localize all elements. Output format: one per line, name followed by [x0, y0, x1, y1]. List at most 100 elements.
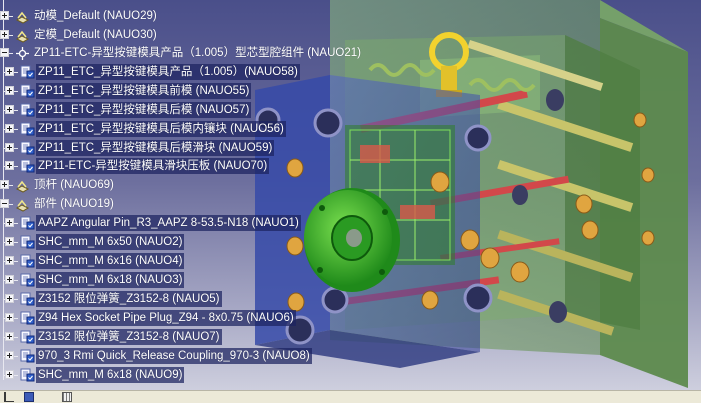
product-icon [20, 292, 35, 307]
product-icon [20, 235, 35, 250]
tree-node-label[interactable]: ZP11-ETC-异型按键模具滑块压板 (NAUO70) [36, 158, 270, 174]
tree-branch-line [14, 261, 18, 262]
specification-tree[interactable]: 动模_Default (NAUO29) 定模_Default (NAUO30) ZP… [0, 0, 361, 390]
product-icon [20, 65, 35, 80]
tree-node-label[interactable]: ZP11_ETC_异型按键模具后模内镶块 (NAUO56) [36, 121, 286, 137]
couplings [286, 112, 655, 312]
part-icon [15, 9, 30, 24]
tree-node[interactable]: SHC_mm_M 6x16 (NAUO4) [0, 252, 330, 271]
expand-icon[interactable] [0, 180, 9, 189]
tree-branch-line [9, 16, 13, 17]
tree-branch-line [14, 356, 18, 357]
product-icon [20, 122, 35, 137]
tree-connector-line [3, 0, 4, 380]
middle-plate-side [565, 35, 640, 330]
front-holes [255, 107, 493, 345]
product-icon [20, 349, 35, 364]
expand-icon[interactable] [5, 218, 14, 227]
tree-node-label[interactable]: 部件 (NAUO19) [34, 198, 114, 210]
collapse-icon[interactable] [0, 199, 9, 208]
tree-node[interactable]: Z94 Hex Socket Pipe Plug_Z94 - 8x0.75 (N… [0, 309, 330, 328]
tree-node[interactable]: 定模_Default (NAUO30) [0, 26, 330, 45]
tree-node-label[interactable]: Z94 Hex Socket Pipe Plug_Z94 - 8x0.75 (N… [36, 310, 296, 326]
save-icon[interactable] [24, 392, 34, 402]
tree-node[interactable]: AAPZ Angular Pin_R3_AAPZ 8-53.5-N18 (NAU… [0, 214, 330, 233]
tree-node-label[interactable]: SHC_mm_M 6x18 (NAUO9) [36, 367, 185, 383]
tree-node-label[interactable]: 970_3 Rmi Quick_Release Coupling_970-3 (… [36, 348, 312, 364]
expand-icon[interactable] [5, 86, 14, 95]
tree-branch-line [14, 299, 18, 300]
tree-node[interactable]: ZP11_ETC_异型按键模具后模滑块 (NAUO59) [0, 139, 330, 158]
sprue-bushing [304, 188, 400, 292]
tree-node[interactable]: ZP11-ETC-异型按键模具产品（1.005）型芯型腔组件 (NAUO21) [0, 44, 361, 63]
tree-branch-line [9, 53, 13, 54]
tree-node-label[interactable]: AAPZ Angular Pin_R3_AAPZ 8-53.5-N18 (NAU… [36, 215, 301, 231]
tree-node-label[interactable]: ZP11-ETC-异型按键模具产品（1.005）型芯型腔组件 (NAUO21) [34, 47, 361, 59]
tree-node-label[interactable]: 定模_Default (NAUO30) [34, 29, 157, 41]
tree-node-label[interactable]: ZP11_ETC_异型按键模具前模 (NAUO55) [36, 83, 252, 99]
3d-viewport[interactable]: 动模_Default (NAUO29) 定模_Default (NAUO30) ZP… [0, 0, 701, 390]
expand-icon[interactable] [5, 256, 14, 265]
tree-branch-line [14, 72, 18, 73]
tree-node[interactable]: ZP11_ETC_异型按键模具后模 (NAUO57) [0, 101, 330, 120]
tree-branch-line [14, 91, 18, 92]
tree-node[interactable]: 970_3 Rmi Quick_Release Coupling_970-3 (… [0, 347, 330, 366]
tree-node-label[interactable]: ZP11_ETC_异型按键模具后模滑块 (NAUO59) [36, 140, 275, 156]
expand-icon[interactable] [5, 351, 14, 360]
tree-node[interactable]: Z3152 限位弹簧_Z3152-8 (NAUO7) [0, 328, 330, 347]
expand-icon[interactable] [5, 143, 14, 152]
expand-icon[interactable] [5, 124, 14, 133]
collapse-icon[interactable] [0, 48, 9, 57]
tree-branch-line [14, 129, 18, 130]
tree-branch-line [14, 242, 18, 243]
expand-icon[interactable] [5, 161, 14, 170]
mold-assembly-3d-model[interactable] [0, 0, 701, 390]
tree-node[interactable]: SHC_mm_M 6x18 (NAUO9) [0, 366, 330, 385]
assembly-icon [15, 46, 30, 61]
tree-branch-line [14, 223, 18, 224]
tree-node-label[interactable]: 动模_Default (NAUO29) [34, 10, 157, 22]
tree-branch-line [14, 280, 18, 281]
grid-icon[interactable] [62, 392, 72, 402]
tree-branch-line [14, 110, 18, 111]
tree-node-label[interactable]: ZP11_ETC_异型按键模具产品（1.005）(NAUO58) [36, 64, 300, 80]
tree-node-label[interactable]: SHC_mm_M 6x16 (NAUO4) [36, 253, 185, 269]
product-icon [20, 103, 35, 118]
tree-node[interactable]: Z3152 限位弹簧_Z3152-8 (NAUO5) [0, 290, 330, 309]
product-icon [20, 159, 35, 174]
expand-icon[interactable] [5, 294, 14, 303]
expand-icon[interactable] [5, 237, 14, 246]
expand-icon[interactable] [5, 275, 14, 284]
part-icon [15, 197, 30, 212]
tree-node[interactable]: SHC_mm_M 6x18 (NAUO3) [0, 271, 330, 290]
tree-branch-line [9, 185, 13, 186]
tree-node[interactable]: ZP11-ETC-异型按键模具滑块压板 (NAUO70) [0, 157, 330, 176]
tree-branch-line [14, 148, 18, 149]
tree-node[interactable]: 部件 (NAUO19) [0, 195, 330, 214]
expand-icon[interactable] [5, 370, 14, 379]
expand-icon[interactable] [5, 313, 14, 322]
expand-icon[interactable] [5, 332, 14, 341]
tree-node-label[interactable]: SHC_mm_M 6x18 (NAUO3) [36, 272, 185, 288]
tree-node-label[interactable]: SHC_mm_M 6x50 (NAUO2) [36, 234, 185, 250]
tree-node[interactable]: 顶杆 (NAUO69) [0, 176, 330, 195]
product-icon [20, 254, 35, 269]
product-icon [20, 273, 35, 288]
expand-icon[interactable] [5, 67, 14, 76]
expand-icon[interactable] [5, 105, 14, 114]
tree-node-label[interactable]: 顶杆 (NAUO69) [34, 179, 114, 191]
product-icon [20, 368, 35, 383]
tree-node[interactable]: ZP11_ETC_异型按键模具后模内镶块 (NAUO56) [0, 120, 330, 139]
tree-node[interactable]: SHC_mm_M 6x50 (NAUO2) [0, 233, 330, 252]
tree-node-label[interactable]: ZP11_ETC_异型按键模具后模 (NAUO57) [36, 102, 252, 118]
tree-node[interactable]: ZP11_ETC_异型按键模具产品（1.005）(NAUO58) [0, 63, 330, 82]
tree-node-label[interactable]: Z3152 限位弹簧_Z3152-8 (NAUO5) [36, 291, 222, 307]
tree-node[interactable]: 动模_Default (NAUO29) [0, 7, 330, 26]
status-bar [0, 390, 701, 403]
expand-icon[interactable] [0, 11, 9, 20]
tree-node-label[interactable]: Z3152 限位弹簧_Z3152-8 (NAUO7) [36, 329, 222, 345]
tree-node[interactable]: ZP11_ETC_异型按键模具前模 (NAUO55) [0, 82, 330, 101]
springs [368, 63, 536, 92]
prompt-icon[interactable] [4, 392, 14, 402]
expand-icon[interactable] [0, 30, 9, 39]
